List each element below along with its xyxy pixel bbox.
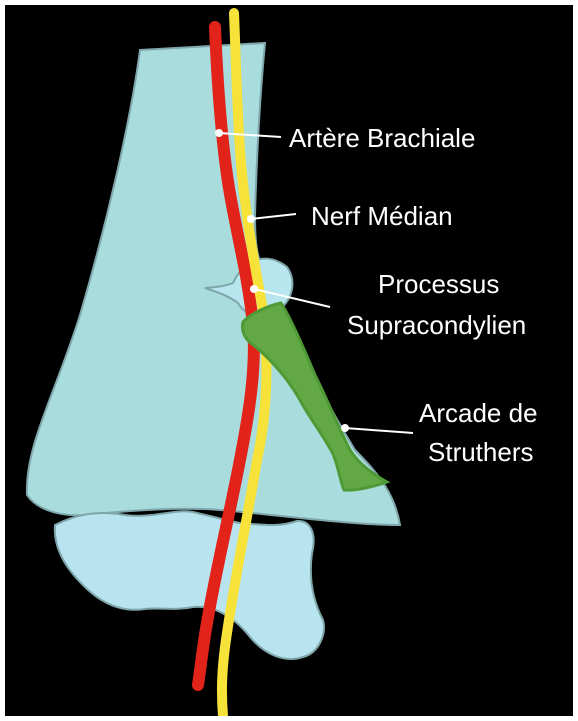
median-nerve-leader: [251, 214, 296, 219]
label-supracondylar-process-line2: Supracondylien: [347, 309, 526, 341]
condyles: [55, 511, 324, 659]
label-struthers-arcade-line2: Struthers: [428, 436, 534, 468]
struthers-arcade-marker: [341, 424, 349, 432]
label-brachial-artery: Artère Brachiale: [289, 122, 475, 154]
label-struthers-arcade-line1: Arcade de: [419, 397, 538, 429]
struthers-arcade-leader: [345, 428, 413, 433]
supracondylar-process-marker: [250, 285, 258, 293]
brachial-artery-marker: [215, 129, 223, 137]
label-supracondylar-process-line1: Processus: [378, 268, 499, 300]
label-median-nerve: Nerf Médian: [311, 200, 453, 232]
diagram-panel: Artère Brachiale Nerf Médian Processus S…: [5, 5, 573, 716]
median-nerve-marker: [247, 215, 255, 223]
anatomy-diagram: [5, 5, 573, 716]
